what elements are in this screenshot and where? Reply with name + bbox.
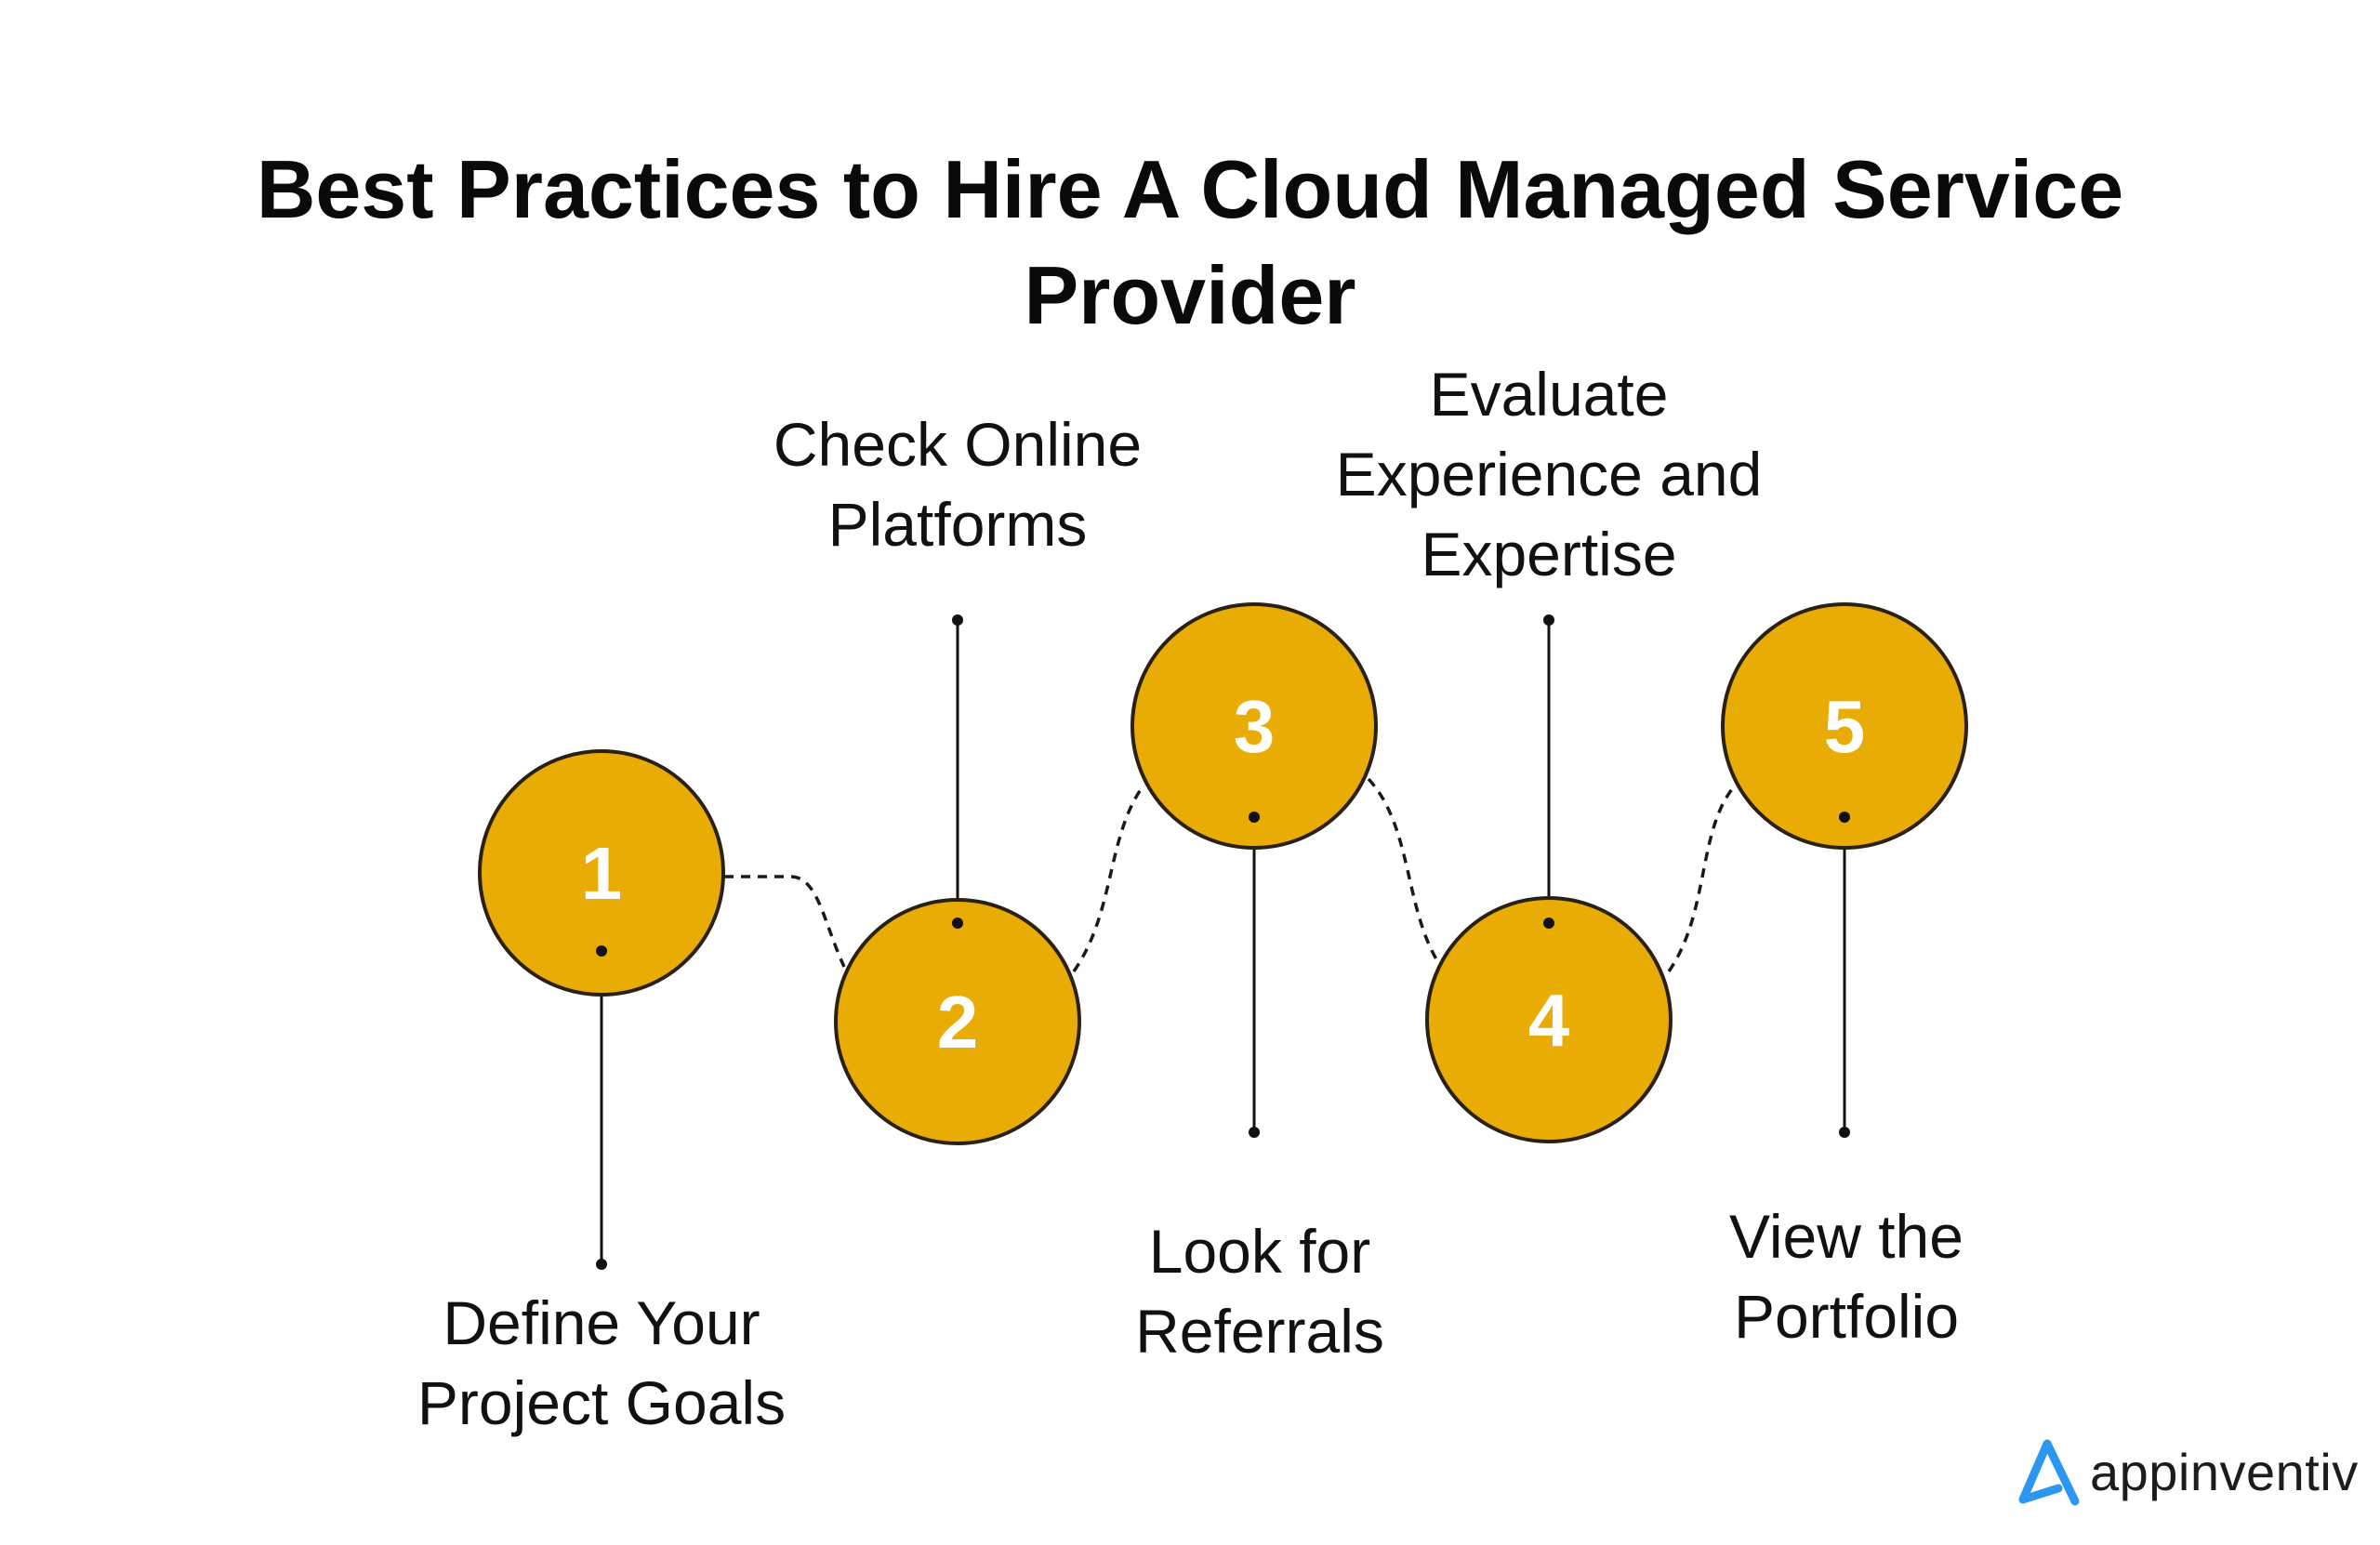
leader-dot [952,918,963,929]
step-number: 3 [1234,685,1276,768]
step-5-label: View the Portfolio [1729,1202,1964,1351]
step-2-label: Check Online Platforms [773,410,1143,559]
brand-logo: appinventiv [2014,1430,2359,1513]
step-circle [1130,602,1378,850]
step-number: 1 [581,832,623,915]
leader-dot [596,945,607,957]
page-title: Best Practices to Hire A Cloud Managed S… [0,137,2380,349]
title-line-2: Provider [1024,248,1356,341]
step-number: 2 [937,981,979,1063]
appinventiv-a-icon [2018,1439,2080,1506]
step-number: 4 [1528,979,1570,1062]
leader-dot [952,614,963,626]
leader-dot [1249,1127,1260,1138]
step-circle [1721,602,1968,850]
logo-text: appinventiv [2090,1442,2359,1501]
connector-3-4 [1367,777,1443,968]
step-circle [478,749,725,997]
title-line-1: Best Practices to Hire A Cloud Managed S… [256,142,2124,235]
step-circle [834,898,1081,1145]
leader-dot [1543,918,1554,929]
step-3-badge: 3 [1130,602,1378,850]
leader-dot [1249,812,1260,823]
step-circle [1425,896,1673,1143]
leader-dot [1839,1127,1850,1138]
leader-dot [1839,812,1850,823]
connector-1-2 [724,875,846,968]
step-4-badge: 4 [1425,896,1673,1143]
leader-dot [1543,614,1554,626]
connector-4-5 [1667,782,1739,972]
step-5-badge: 5 [1721,602,1968,850]
connector-2-3 [1072,784,1145,972]
step-1-label: Define Your Project Goals [416,1288,787,1437]
step-2-badge: 2 [834,898,1081,1145]
leader-dot [596,1259,607,1270]
step-4-label: Evaluate Experience and Expertise [1335,360,1763,588]
step-1-badge: 1 [478,749,725,997]
step-number: 5 [1824,685,1866,768]
step-3-label: Look for Referrals [1135,1217,1384,1366]
